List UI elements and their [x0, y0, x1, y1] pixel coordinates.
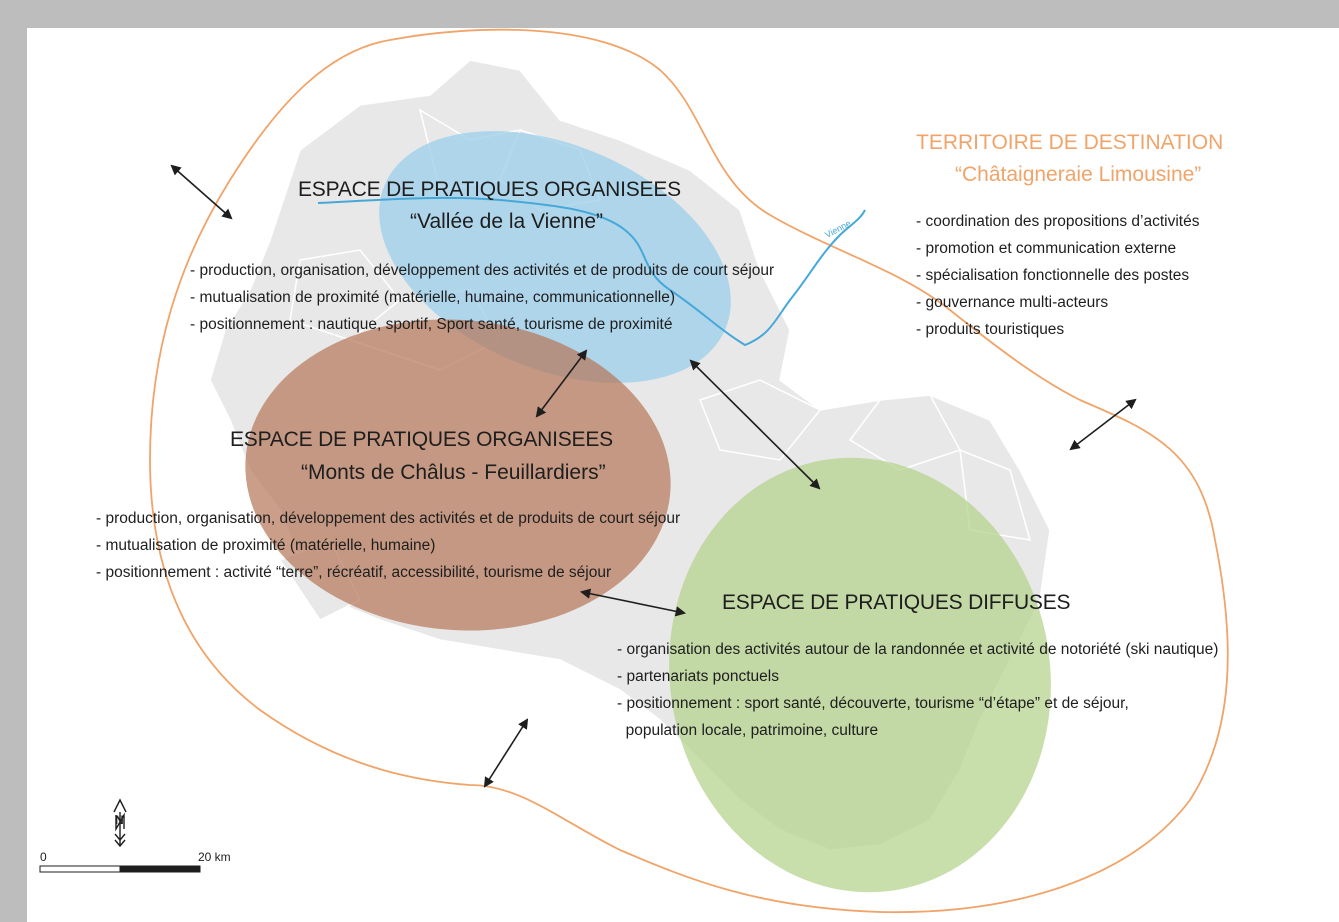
arrow-chalus-diffuse [579, 588, 687, 617]
chalus-zone-title: ESPACE DE PRATIQUES ORGANISEES [230, 428, 613, 451]
zone-diffuse-ellipse [669, 457, 1051, 893]
north-label: N [115, 813, 124, 827]
destination-list: - coordination des propositions d’activi… [916, 208, 1199, 343]
arrow-northwest [170, 164, 233, 220]
diffuse-item: - positionnement : sport santé, découver… [617, 695, 1129, 712]
arrow-vienne-diffuse [689, 359, 821, 490]
diffuse-item: - organisation des activités autour de l… [617, 641, 1219, 658]
vienne-river [317, 196, 866, 347]
vienne-item: - production, organisation, développemen… [190, 262, 775, 279]
chalus-item: - production, organisation, développemen… [96, 510, 681, 527]
chalus-item: - mutualisation de proximité (matérielle… [96, 537, 436, 554]
chalus-zone-list: - production, organisation, développemen… [96, 505, 680, 586]
scale-end-label: 20 km [198, 850, 231, 864]
diffuse-item: population locale, patrimoine, culture [617, 722, 879, 739]
scale-start-label: 0 [40, 850, 47, 864]
diffuse-zone-title: ESPACE DE PRATIQUES DIFFUSES [722, 591, 1071, 614]
arrow-vienne-chalus [535, 349, 588, 418]
vienne-zone-subtitle: “Vallée de la Vienne” [410, 210, 604, 233]
destination-item: - promotion et communication externe [916, 240, 1177, 257]
north-arrow-icon [113, 798, 127, 848]
chalus-zone-subtitle: “Monts de Châlus - Feuillardiers” [301, 461, 606, 484]
arrow-east [1069, 398, 1137, 451]
destination-item: - gouvernance multi-acteurs [916, 294, 1109, 311]
diffuse-zone-list: - organisation des activités autour de l… [617, 636, 1218, 744]
scale-bar [39, 865, 201, 873]
vienne-zone-title: ESPACE DE PRATIQUES ORGANISEES [298, 178, 681, 201]
destination-item: - coordination des propositions d’activi… [916, 213, 1200, 230]
frame-border-left [0, 0, 27, 922]
vienne-item: - positionnement : nautique, sportif, Sp… [190, 316, 673, 333]
frame-border-top [0, 0, 1339, 28]
vienne-zone-list: - production, organisation, développemen… [190, 257, 774, 338]
destination-item: - produits touristiques [916, 321, 1065, 338]
territory-outline [149, 28, 1229, 914]
destination-title: TERRITOIRE DE DESTINATION [916, 131, 1224, 154]
destination-subtitle: “Châtaigneraie Limousine” [955, 163, 1202, 186]
chalus-item: - positionnement : activité “terre”, réc… [96, 564, 612, 581]
zone-vienne-ellipse [379, 131, 731, 383]
destination-item: - spécialisation fonctionnelle des poste… [916, 267, 1190, 284]
diffuse-item: - partenariats ponctuels [617, 668, 779, 685]
vienne-item: - mutualisation de proximité (matérielle… [190, 289, 676, 306]
arrow-southwest [483, 718, 529, 788]
flow-arrows [170, 164, 1137, 788]
